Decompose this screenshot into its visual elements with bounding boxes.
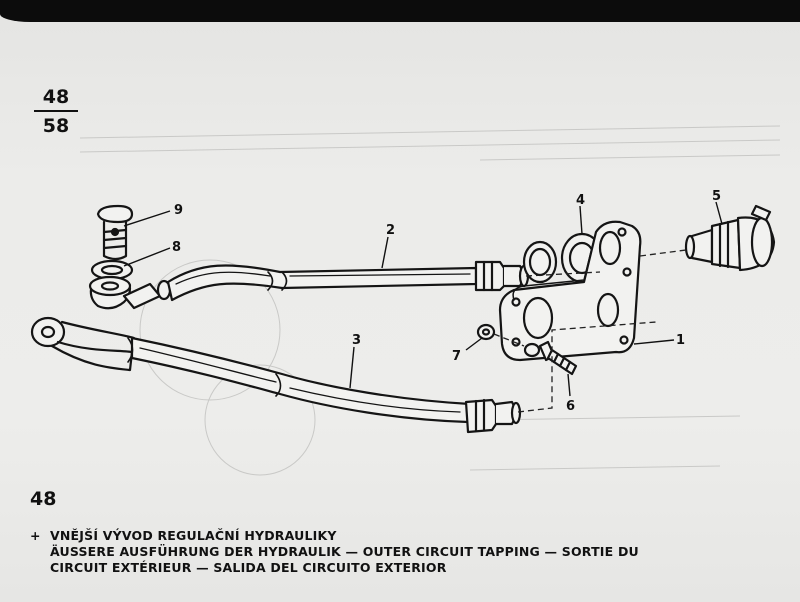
callout-6: 6 (566, 399, 575, 414)
callout-1: 1 (676, 333, 685, 348)
page-reference: 48 58 (34, 86, 78, 137)
caption-multilingual-2: CIRCUIT EXTÉRIEUR — SALIDA DEL CIRCUITO … (50, 560, 447, 575)
figure-caption: + VNĚJŠÍ VÝVOD REGULAČNÍ HYDRAULIKY ÄUSSE… (30, 528, 770, 576)
upper-hose-part-2 (166, 264, 478, 302)
upper-hose-end-fitting (474, 260, 530, 292)
quick-coupling-part-5 (684, 204, 776, 272)
callout-2: 2 (386, 223, 395, 238)
caption-multilingual-1: ÄUSSERE AUSFÜHRUNG DER HYDRAULIK — OUTER… (50, 544, 639, 559)
callout-8: 8 (172, 240, 181, 255)
bleed-through-marks (79, 125, 781, 476)
page-top-shadow (0, 0, 800, 22)
lower-hose-part-3 (30, 316, 472, 424)
bolt-part-6 (523, 340, 578, 376)
page-ref-top: 48 (42, 86, 70, 108)
upper-banjo-fitting (88, 275, 172, 310)
washer-part-8 (90, 259, 134, 281)
callout-3: 3 (352, 333, 361, 348)
callout-leaders (123, 201, 723, 397)
assembly-guide-lines (493, 249, 687, 413)
page-ref-divider (34, 110, 78, 112)
figure-number: 48 (30, 488, 57, 510)
banjo-bolt-part-9 (96, 204, 134, 261)
callout-4: 4 (576, 193, 585, 208)
caption-czech: VNĚJŠÍ VÝVOD REGULAČNÍ HYDRAULIKY (50, 528, 337, 543)
lower-hose-end-fitting (464, 398, 522, 434)
caption-marker: + (30, 528, 41, 543)
small-washer-part-7 (476, 323, 496, 341)
callout-9: 9 (174, 203, 183, 218)
callout-5: 5 (712, 189, 721, 204)
callout-numbers: 9 8 2 3 4 5 1 6 7 (172, 189, 721, 414)
callout-7: 7 (452, 349, 461, 364)
page-ref-bottom: 58 (42, 115, 70, 137)
